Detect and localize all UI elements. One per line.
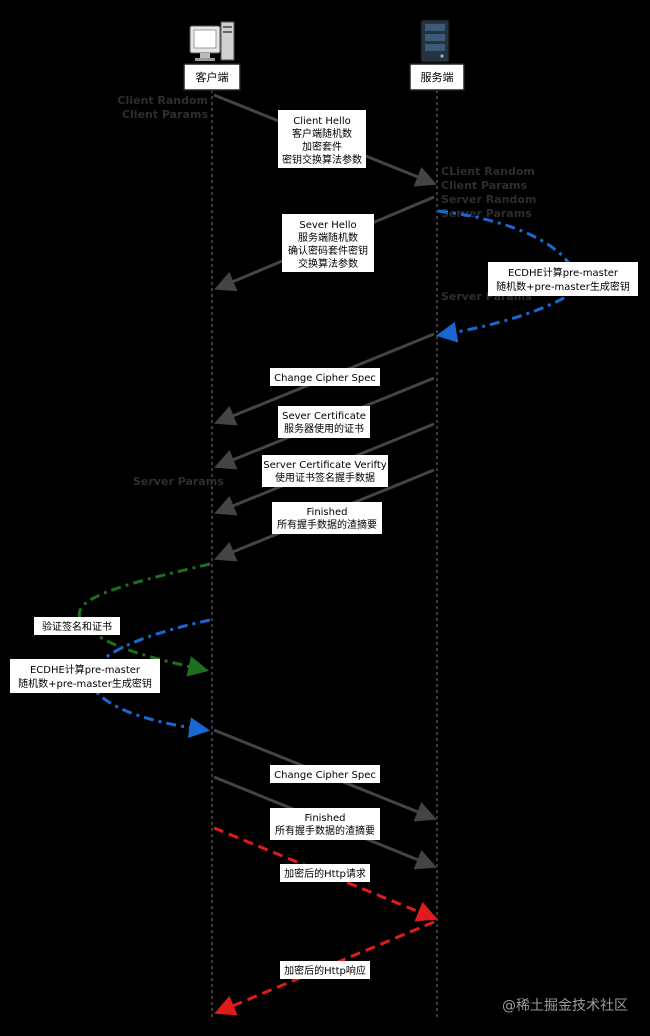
label-line: Server Certificate Verifty xyxy=(263,460,386,471)
label-line: ECDHE计算pre-master xyxy=(30,663,141,676)
note-line: Server Random xyxy=(441,193,536,206)
label-line: 交换算法参数 xyxy=(298,257,358,270)
server-cert-verify-label: Server Certificate Verifty 使用证书签名握手数据 xyxy=(262,455,388,487)
server-change-cipher-label: Change Cipher Spec xyxy=(270,368,380,386)
server-hello-label: Sever Hello 服务端随机数 确认密码套件密钥 交换算法参数 xyxy=(282,214,374,272)
label-line: ECDHE计算pre-master xyxy=(508,266,619,279)
verify-cert-label: 验证签名和证书 xyxy=(34,617,120,635)
server-rack-icon xyxy=(420,19,450,63)
label-line: 验证签名和证书 xyxy=(42,620,112,633)
label-line: 确认密码套件密钥 xyxy=(288,244,368,257)
label-line: Finished xyxy=(305,813,346,824)
label-line: 服务端随机数 xyxy=(298,231,358,244)
note-line: Client Params xyxy=(122,108,208,121)
client-ecdhe-label: ECDHE计算pre-master 随机数+pre-master生成密钥 xyxy=(10,659,160,693)
label-line: 使用证书签名握手数据 xyxy=(275,471,375,484)
label-line: 随机数+pre-master生成密钥 xyxy=(496,280,630,293)
label-line: Sever Hello xyxy=(299,220,356,231)
label-line: 服务器使用的证书 xyxy=(284,422,364,435)
client-params-note: Client Random Client Params xyxy=(117,94,208,121)
server-actor-label: 服务端 xyxy=(421,71,454,84)
label-line: 客户端随机数 xyxy=(292,127,352,140)
server-actor-box xyxy=(409,63,465,91)
label-line: Client Hello xyxy=(293,116,350,127)
client-finished-label: Finished 所有握手数据的渣摘要 xyxy=(270,808,380,840)
label-line: 所有握手数据的渣摘要 xyxy=(277,518,377,531)
label-line: 密钥交换算法参数 xyxy=(282,153,362,166)
note-line: CLient Random xyxy=(441,165,535,178)
server-params-note: CLient Random Client Params Server Rando… xyxy=(441,165,536,220)
label-line: 加密套件 xyxy=(302,140,342,153)
label-line: 加密后的Http请求 xyxy=(284,867,366,880)
label-line: Change Cipher Spec xyxy=(274,373,376,384)
http-response-label: 加密后的Http响应 xyxy=(280,961,370,979)
note-line: Server Params xyxy=(441,207,532,220)
desktop-computer-icon xyxy=(189,21,235,61)
client-actor-box xyxy=(183,63,241,91)
client-change-cipher-label: Change Cipher Spec xyxy=(270,765,380,783)
note-line: Client Params xyxy=(441,179,527,192)
note-line: Client Random xyxy=(117,94,208,107)
http-request-label: 加密后的Http请求 xyxy=(280,864,370,882)
watermark: @稀土掘金技术社区 xyxy=(502,998,628,1014)
label-line: 所有握手数据的渣摘要 xyxy=(275,824,375,837)
server-finished-label: Finished 所有握手数据的渣摘要 xyxy=(272,502,382,534)
server-ecdhe-label: ECDHE计算pre-master 随机数+pre-master生成密钥 xyxy=(488,262,638,296)
label-line: 加密后的Http响应 xyxy=(284,964,366,977)
label-line: Finished xyxy=(307,507,348,518)
client-hello-label: Client Hello 客户端随机数 加密套件 密钥交换算法参数 xyxy=(278,110,366,168)
label-line: Sever Certificate xyxy=(282,411,366,422)
label-line: 随机数+pre-master生成密钥 xyxy=(18,677,152,690)
client-actor-label: 客户端 xyxy=(196,70,229,84)
label-line: Change Cipher Spec xyxy=(274,770,376,781)
client-server-params-note: Server Params xyxy=(133,475,224,488)
server-certificate-label: Sever Certificate 服务器使用的证书 xyxy=(278,406,370,438)
